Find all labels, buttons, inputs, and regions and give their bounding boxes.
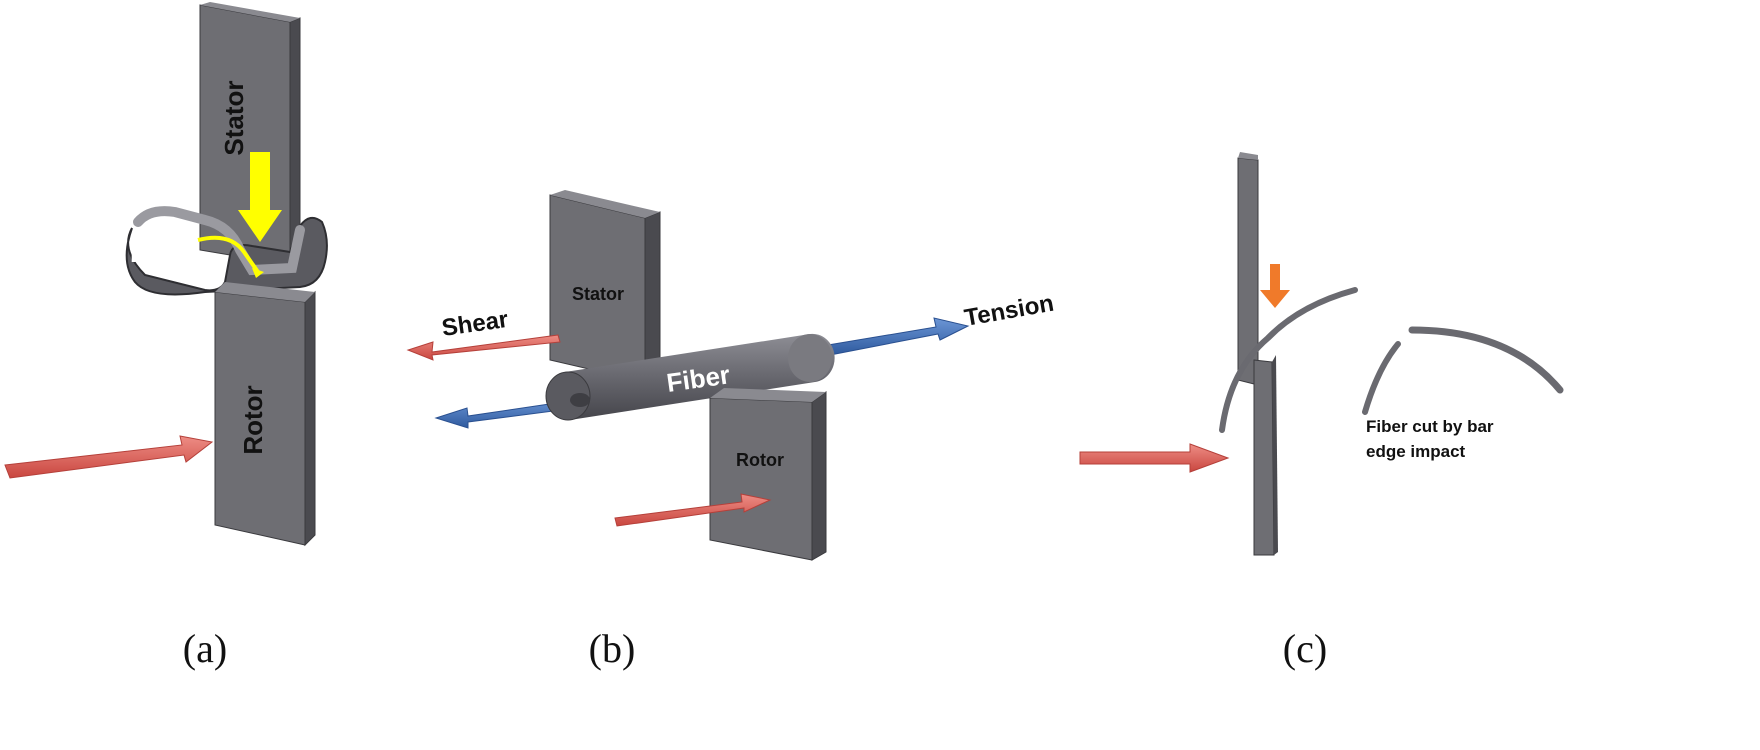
- rotor-bar-a: [214, 282, 316, 547]
- cut-note-line2: edge impact: [1366, 442, 1466, 461]
- caption-b: (b): [589, 626, 636, 671]
- shear-label: Shear: [440, 306, 510, 342]
- caption-c: (c): [1283, 626, 1327, 671]
- panel-b: Stator Rotor Fiber Shear Tension (b): [406, 190, 1056, 671]
- right-arrow-icon: [4, 435, 214, 479]
- cut-fiber-long: [1408, 326, 1564, 394]
- down-arrow-icon: [238, 152, 282, 242]
- rotor-edge-c: [1253, 355, 1278, 556]
- cut-note-line1: Fiber cut by bar: [1366, 417, 1494, 436]
- panel-c: Fiber cut by bar edge impact (c): [1079, 152, 1564, 671]
- shear-arrow: [406, 334, 561, 361]
- stator-label-a: Stator: [219, 80, 249, 155]
- cut-fiber-short: [1362, 341, 1401, 415]
- rotor-label-a: Rotor: [238, 385, 268, 454]
- right-arrow-icon: [614, 493, 772, 527]
- rotor-label-b: Rotor: [736, 450, 784, 470]
- fiber-loop-a: [125, 206, 328, 296]
- down-arrow-icon: [1260, 264, 1290, 308]
- caption-a: (a): [183, 626, 227, 671]
- tension-label: Tension: [962, 290, 1056, 332]
- rotor-block-b: [709, 388, 827, 561]
- right-arrow-icon: [1079, 443, 1230, 473]
- fiber-label-a: Fiber: [130, 238, 194, 268]
- panel-a: Stator Rotor Fiber (a): [4, 2, 328, 671]
- stator-label-b: Stator: [572, 284, 624, 304]
- fiber-cylinder-b: [545, 333, 835, 421]
- fiber-bend-c: [1219, 287, 1358, 433]
- tension-arrow-right: [827, 317, 970, 356]
